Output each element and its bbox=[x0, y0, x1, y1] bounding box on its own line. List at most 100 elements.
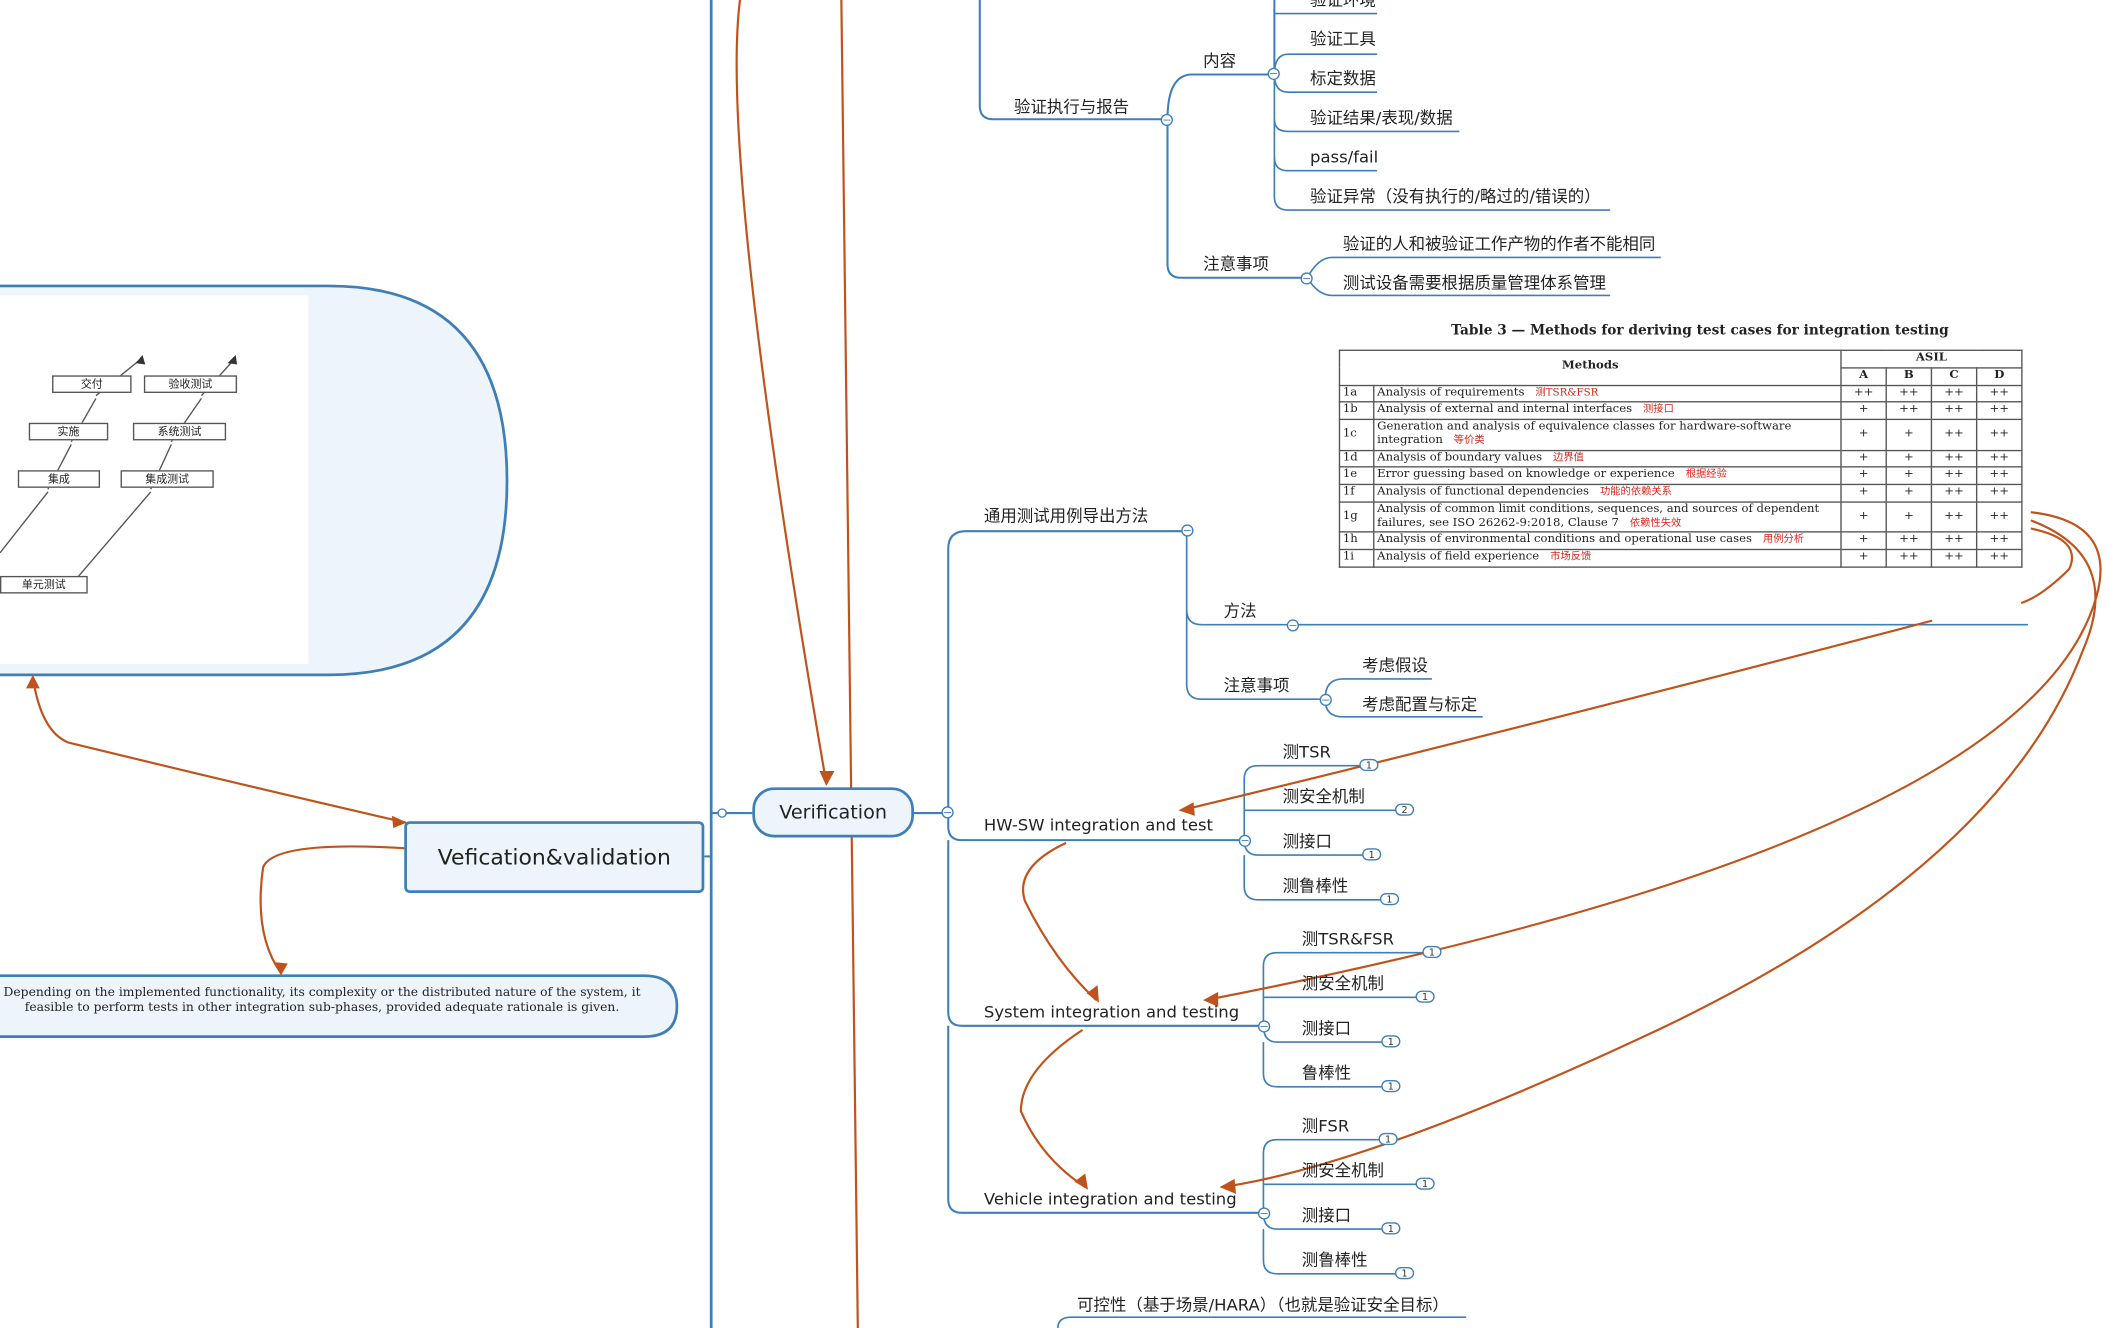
node-hwsw-item-3[interactable]: 测鲁棒性 bbox=[1282, 876, 1349, 896]
node-system-item-1[interactable]: 测安全机制 bbox=[1301, 974, 1385, 994]
node-content-item-2[interactable]: 标定数据 bbox=[1310, 69, 1376, 89]
quote-text: Depending on the implemented functionali… bbox=[0, 987, 644, 1017]
vehicle-badge-1[interactable]: 1 bbox=[1415, 1177, 1435, 1190]
collapse-attention-icon[interactable]: − bbox=[1300, 272, 1313, 285]
vehicle-badge-2[interactable]: 1 bbox=[1381, 1222, 1401, 1235]
node-content-item-1[interactable]: 验证工具 bbox=[1310, 29, 1376, 49]
table-row-method-cell: Error guessing based on knowledge or exp… bbox=[1373, 466, 1842, 486]
system-badge-0[interactable]: 1 bbox=[1422, 945, 1442, 959]
node-hwsw[interactable]: HW-SW integration and test bbox=[983, 815, 1213, 835]
vehicle-badge-0[interactable]: 1 bbox=[1378, 1132, 1398, 1146]
table-title: Table 3 — Methods for deriving test case… bbox=[1451, 323, 1949, 339]
branch-vehicle bbox=[947, 1025, 1264, 1214]
topic-validation[interactable]: Vefication&validation bbox=[404, 821, 705, 894]
vmodel-box-system-test: 系统测试 bbox=[132, 422, 227, 441]
node-content-item-3[interactable]: 验证结果/表现/数据 bbox=[1310, 108, 1453, 128]
table-row-asil-a: ++ bbox=[1840, 384, 1887, 403]
node-hwsw-item-0[interactable]: 测TSR bbox=[1282, 742, 1331, 762]
table-row-note: 市场反馈 bbox=[1550, 550, 1592, 563]
node-system-item-3[interactable]: 鲁棒性 bbox=[1301, 1063, 1352, 1083]
node-content[interactable]: 内容 bbox=[1203, 51, 1237, 71]
table-row-id: 1a bbox=[1338, 384, 1375, 403]
collapse-method-icon[interactable]: − bbox=[1286, 619, 1300, 632]
table-row-method: Analysis of functional dependencies bbox=[1377, 485, 1590, 499]
table-header-asil-d: D bbox=[1975, 366, 2023, 386]
table-header-asil-c: C bbox=[1930, 366, 1978, 386]
node-hwsw-item-1[interactable]: 测安全机制 bbox=[1282, 787, 1365, 807]
table-row-asil-a: + bbox=[1840, 549, 1887, 568]
table-row-method: Error guessing based on knowledge or exp… bbox=[1377, 467, 1675, 482]
node-attention2-item-1[interactable]: 考虑配置与标定 bbox=[1362, 695, 1478, 715]
node-report[interactable]: 验证执行与报告 bbox=[1014, 97, 1130, 117]
table-row-asil-b: ++ bbox=[1885, 384, 1933, 403]
node-vehicle-item-3[interactable]: 测鲁棒性 bbox=[1301, 1250, 1368, 1270]
node-system-item-0[interactable]: 测TSR&FSR bbox=[1301, 929, 1395, 949]
node-general-methods[interactable]: 通用测试用例导出方法 bbox=[983, 506, 1149, 526]
hwsw-badge-0[interactable]: 1 bbox=[1359, 758, 1379, 772]
vehicle-badge-3[interactable]: 1 bbox=[1394, 1267, 1415, 1280]
node-content-item-4[interactable]: pass/fail bbox=[1310, 147, 1379, 167]
quote-line-1: Depending on the implemented functionali… bbox=[3, 986, 641, 1001]
table-row-asil-a: + bbox=[1840, 483, 1887, 503]
system-badge-1[interactable]: 1 bbox=[1415, 990, 1435, 1003]
node-system-item-2[interactable]: 测接口 bbox=[1301, 1019, 1352, 1039]
branch-attention bbox=[1166, 119, 1305, 279]
node-vehicle-item-0[interactable]: 测FSR bbox=[1301, 1116, 1350, 1136]
table-row-asil-b: ++ bbox=[1885, 531, 1933, 551]
hwsw-badge-3[interactable]: 1 bbox=[1379, 893, 1400, 906]
node-attention2-item-0[interactable]: 考虑假设 bbox=[1362, 655, 1428, 675]
node-attention[interactable]: 注意事项 bbox=[1203, 254, 1269, 274]
table-row-asil-a: + bbox=[1840, 501, 1887, 534]
table-row-asil-a: + bbox=[1840, 418, 1887, 451]
collapse-report-icon[interactable]: − bbox=[1160, 113, 1173, 127]
node-controllability[interactable]: 可控性（基于场景/HARA）（也就是验证安全目标） bbox=[1077, 1295, 1449, 1315]
table-row-note: 等价类 bbox=[1453, 433, 1485, 446]
collapse-system-icon[interactable]: − bbox=[1257, 1020, 1271, 1033]
table-row-id: 1g bbox=[1338, 501, 1375, 534]
node-hwsw-item-2[interactable]: 测接口 bbox=[1282, 832, 1332, 852]
table-row-method-cell: Analysis of external and internal interf… bbox=[1373, 401, 1842, 421]
node-vehicle[interactable]: Vehicle integration and testing bbox=[983, 1189, 1237, 1209]
node-attention-item-1[interactable]: 测试设备需要根据质量管理体系管理 bbox=[1342, 273, 1607, 293]
table-row-id: 1i bbox=[1338, 549, 1375, 568]
table-row-asil-b: ++ bbox=[1885, 401, 1933, 421]
relation-to-verification bbox=[735, 0, 828, 784]
node-attention2[interactable]: 注意事项 bbox=[1223, 676, 1290, 696]
system-badge-3[interactable]: 1 bbox=[1381, 1080, 1401, 1093]
node-vehicle-item-1[interactable]: 测安全机制 bbox=[1301, 1161, 1385, 1181]
table-row-id: 1h bbox=[1338, 531, 1375, 551]
hwsw-badge-2[interactable]: 1 bbox=[1362, 848, 1382, 861]
table-row-asil-a: + bbox=[1840, 449, 1887, 468]
table-row-asil-a: + bbox=[1840, 466, 1887, 486]
table-header-methods: Methods bbox=[1338, 349, 1842, 386]
table-row-note: 依赖性失效 bbox=[1629, 515, 1682, 529]
quote-panel-outline bbox=[0, 974, 679, 1039]
table-row-asil-d: ++ bbox=[1975, 483, 2023, 503]
table-row-note: 用例分析 bbox=[1762, 533, 1805, 546]
topic-verification[interactable]: Verification bbox=[752, 787, 914, 838]
collapse-hwsw-icon[interactable]: − bbox=[1238, 834, 1252, 847]
collapse-verification-icon[interactable]: − bbox=[941, 806, 954, 819]
table-row-method-cell: Generation and analysis of equivalence c… bbox=[1373, 418, 1842, 451]
node-method[interactable]: 方法 bbox=[1223, 601, 1257, 621]
system-badge-2[interactable]: 1 bbox=[1381, 1035, 1401, 1048]
node-attention-item-0[interactable]: 验证的人和被验证工作产物的作者不能相同 bbox=[1342, 234, 1656, 254]
node-content-item-0[interactable]: 验证环境 bbox=[1310, 0, 1376, 10]
collapse-general-methods-icon[interactable]: − bbox=[1181, 524, 1194, 537]
collapse-vehicle-icon[interactable]: − bbox=[1257, 1207, 1271, 1220]
v-model-image: 交付 验收测试 实施 系统测试 集成 集成测试 单元测试 bbox=[0, 295, 309, 664]
collapse-content-icon[interactable]: − bbox=[1267, 67, 1280, 80]
hwsw-badge-1[interactable]: 2 bbox=[1394, 803, 1415, 816]
node-content-item-5[interactable]: 验证异常（没有执行的/略过的/错误的） bbox=[1310, 187, 1601, 206]
node-vehicle-item-2[interactable]: 测接口 bbox=[1301, 1206, 1352, 1226]
node-system[interactable]: System integration and testing bbox=[983, 1002, 1240, 1022]
collapse-attention2-icon[interactable]: − bbox=[1319, 693, 1332, 707]
table-row-asil-b: + bbox=[1885, 418, 1933, 451]
